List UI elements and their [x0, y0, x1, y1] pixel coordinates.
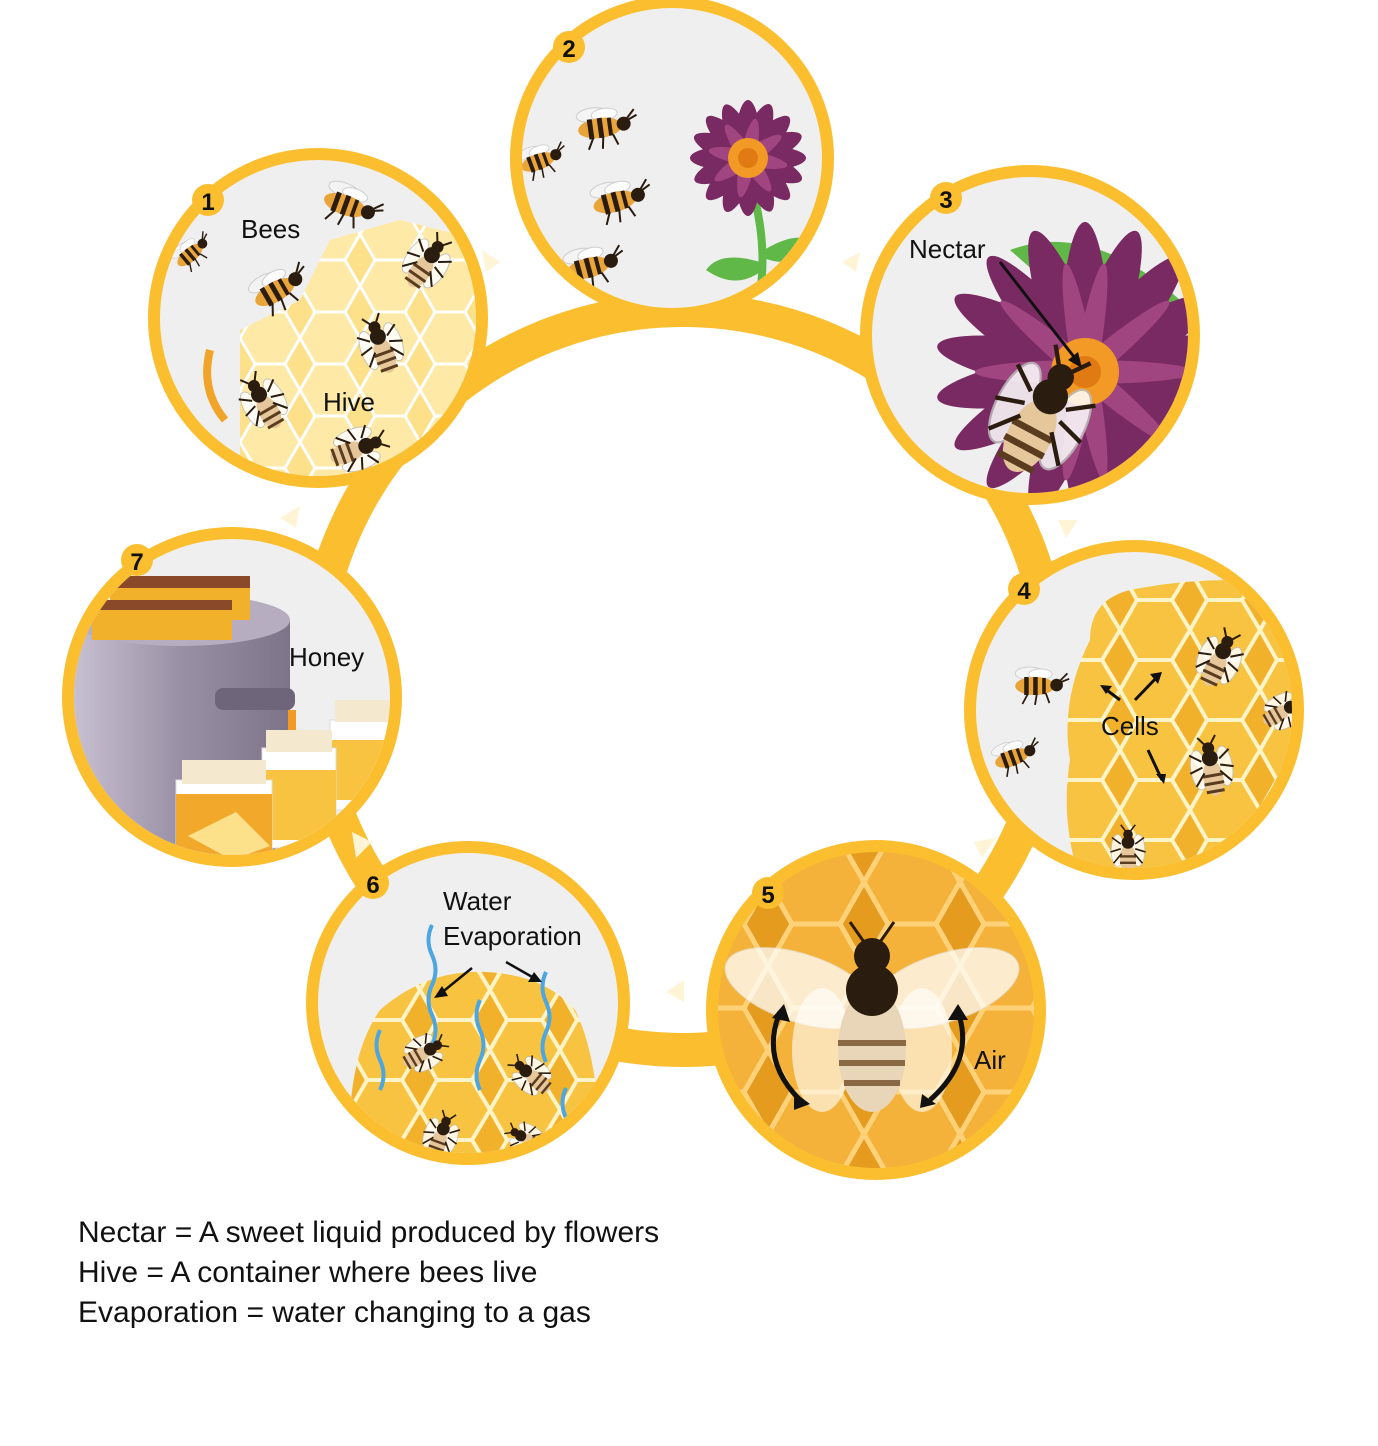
- label-evaporation: Evaporation: [443, 921, 582, 951]
- stage-2: 2: [510, 0, 834, 320]
- label-bees: Bees: [241, 214, 300, 244]
- glossary-nectar: Nectar = A sweet liquid produced by flow…: [78, 1216, 660, 1249]
- honey-jar-icon: [175, 760, 273, 855]
- stage-7: 7 Honey: [62, 527, 402, 867]
- cycle-arrow-icon: [1058, 520, 1078, 538]
- stage-number: 6: [366, 872, 379, 899]
- label-honey: Honey: [289, 642, 364, 672]
- label-hive: Hive: [323, 387, 375, 417]
- label-cells: Cells: [1101, 711, 1159, 741]
- cycle-arrow-icon: [666, 980, 684, 1002]
- stage-3: 3 Nectar: [860, 165, 1200, 505]
- label-air: Air: [974, 1045, 1006, 1075]
- glossary-evaporation: Evaporation = water changing to a gas: [78, 1296, 591, 1329]
- cycle-arrow-icon: [280, 506, 300, 528]
- cycle-arrow-icon: [974, 838, 996, 858]
- stage-6: 6 Water Evaporation: [306, 841, 630, 1165]
- stage-number: 2: [562, 36, 575, 63]
- label-nectar: Nectar: [909, 234, 986, 264]
- stage-number: 5: [761, 882, 774, 909]
- stage-number: 3: [939, 187, 952, 214]
- cycle-arrow-icon: [482, 250, 500, 272]
- stage-number: 7: [130, 549, 143, 576]
- honey-cycle-diagram: 1 Bees Hive: [62, 0, 1304, 1180]
- honeycomb-icon: [349, 971, 600, 1153]
- label-water: Water: [443, 886, 512, 916]
- cycle-arrow-icon: [352, 832, 372, 858]
- cycle-arrow-icon: [842, 252, 860, 272]
- glossary: Nectar = A sweet liquid produced by flow…: [78, 1213, 659, 1333]
- stage-number: 4: [1017, 578, 1031, 605]
- stage-number: 1: [201, 189, 214, 216]
- flower-icon: [690, 100, 818, 308]
- stage-5: 5 Air: [706, 840, 1046, 1180]
- glossary-hive: Hive = A container where bees live: [78, 1256, 538, 1289]
- stage-4: 4 Cells: [964, 540, 1304, 880]
- honey-jar-icon: [261, 730, 337, 849]
- bee-icon: [724, 921, 1020, 1112]
- cycle-arrows: [280, 250, 1078, 1002]
- stage-1: 1 Bees Hive: [148, 148, 488, 488]
